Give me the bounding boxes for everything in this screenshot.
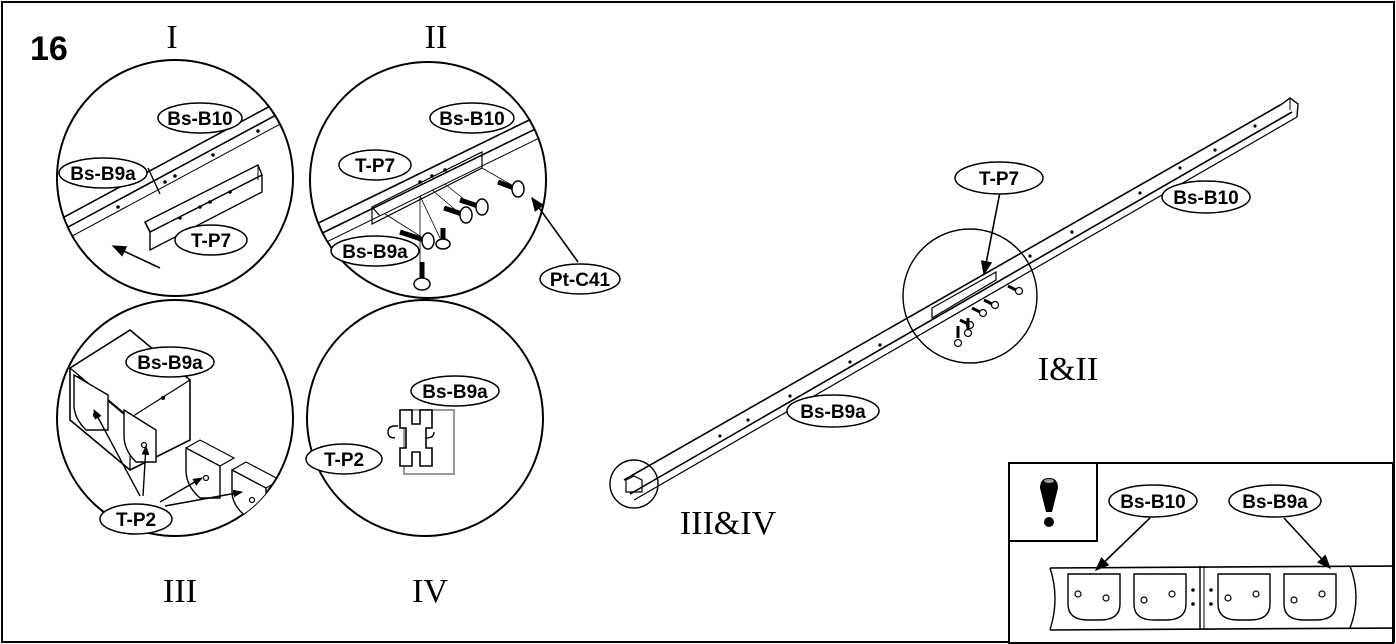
label-bs-b9a-II: Bs-B9a <box>330 235 420 267</box>
label-bs-b9a-IV: Bs-B9a <box>410 375 500 407</box>
svg-text:Pt-C41: Pt-C41 <box>550 270 611 291</box>
exclamation-icon <box>1040 478 1058 527</box>
screw-icon <box>399 229 435 250</box>
screw-icon <box>497 179 525 198</box>
detail-I-direction-arrow <box>111 245 161 269</box>
label-t-p7-II: T-P7 <box>338 149 412 181</box>
detail-IV-circle <box>306 299 544 537</box>
screw-icon <box>971 306 988 318</box>
screw-icon <box>443 205 473 224</box>
svg-text:Bs-B10: Bs-B10 <box>439 109 504 130</box>
detail-IV-title: IV <box>412 573 448 610</box>
label-bs-b9a-I: Bs-B9a <box>58 157 148 189</box>
svg-text:Bs-B9a: Bs-B9a <box>800 402 866 423</box>
svg-text:T-P7: T-P7 <box>191 231 231 252</box>
svg-text:Bs-B9a: Bs-B9a <box>422 382 488 403</box>
label-bs-b10-overview: Bs-B10 <box>1161 180 1251 214</box>
label-t-p7-I: T-P7 <box>174 224 248 256</box>
detail-II-artwork <box>310 104 546 262</box>
detail-III: Bs-B9a T-P2 III <box>56 299 294 610</box>
svg-text:Bs-B10: Bs-B10 <box>167 109 232 130</box>
detail-I-title: I <box>166 19 177 56</box>
step-number: 16 <box>30 30 68 68</box>
label-bs-b9a-overview: Bs-B9a <box>786 394 880 428</box>
detail-I-artwork <box>57 89 293 252</box>
screw-icon <box>963 318 973 338</box>
callout-joint: I&II <box>1038 351 1098 388</box>
svg-text:T-P2: T-P2 <box>324 450 364 471</box>
joint-detail-circle <box>902 228 1038 364</box>
end-detail-circle <box>609 459 659 509</box>
label-bs-b9a-III: Bs-B9a <box>125 346 215 378</box>
svg-text:T-P7: T-P7 <box>355 156 395 177</box>
detail-II-screw-leader <box>531 196 579 263</box>
detail-I: I Bs-B10 <box>56 19 294 297</box>
detail-III-circle <box>56 299 294 537</box>
connector-profile <box>399 409 433 467</box>
label-t-p7-overview: T-P7 <box>954 161 1044 195</box>
label-bs-b10-I: Bs-B10 <box>157 102 243 134</box>
callout-end: III&IV <box>680 505 777 542</box>
note-box: Bs-B10 Bs-B9a <box>1008 462 1394 644</box>
detail-II-circle <box>309 61 547 299</box>
svg-text:Bs-B9a: Bs-B9a <box>137 353 203 374</box>
detail-II: II <box>309 19 621 299</box>
screw-icon <box>413 262 431 291</box>
svg-text:Bs-B9a: Bs-B9a <box>342 242 408 263</box>
note-rail-artwork <box>1049 565 1393 631</box>
detail-I-circle <box>56 59 294 297</box>
svg-text:T-P7: T-P7 <box>979 169 1019 190</box>
screw-icon <box>435 228 451 250</box>
label-bs-b10-note: Bs-B10 <box>1108 484 1198 518</box>
label-t-p2-IV: T-P2 <box>305 443 383 475</box>
svg-text:Bs-B9a: Bs-B9a <box>70 164 136 185</box>
svg-text:T-P2: T-P2 <box>116 510 156 531</box>
label-t-p2-III: T-P2 <box>99 503 173 535</box>
detail-II-title: II <box>425 19 448 56</box>
overview-assembly: T-P7 Bs-B10 Bs-B9a I&II III&IV <box>609 97 1299 542</box>
svg-text:Bs-B9a: Bs-B9a <box>1242 492 1308 513</box>
label-bs-b10-II: Bs-B10 <box>429 102 515 134</box>
screw-icon <box>1007 284 1024 296</box>
screw-icon <box>983 298 1000 310</box>
svg-text:Bs-B10: Bs-B10 <box>1120 492 1185 513</box>
screw-icon <box>459 197 489 216</box>
detail-IV: Bs-B9a T-P2 IV <box>305 299 544 610</box>
label-bs-b9a-note: Bs-B9a <box>1228 484 1322 518</box>
screw-icon <box>953 326 963 348</box>
detail-III-title: III <box>163 573 197 610</box>
screw-group-II <box>399 179 525 291</box>
svg-text:Bs-B10: Bs-B10 <box>1173 188 1238 209</box>
label-pt-c41-II: Pt-C41 <box>539 263 621 295</box>
